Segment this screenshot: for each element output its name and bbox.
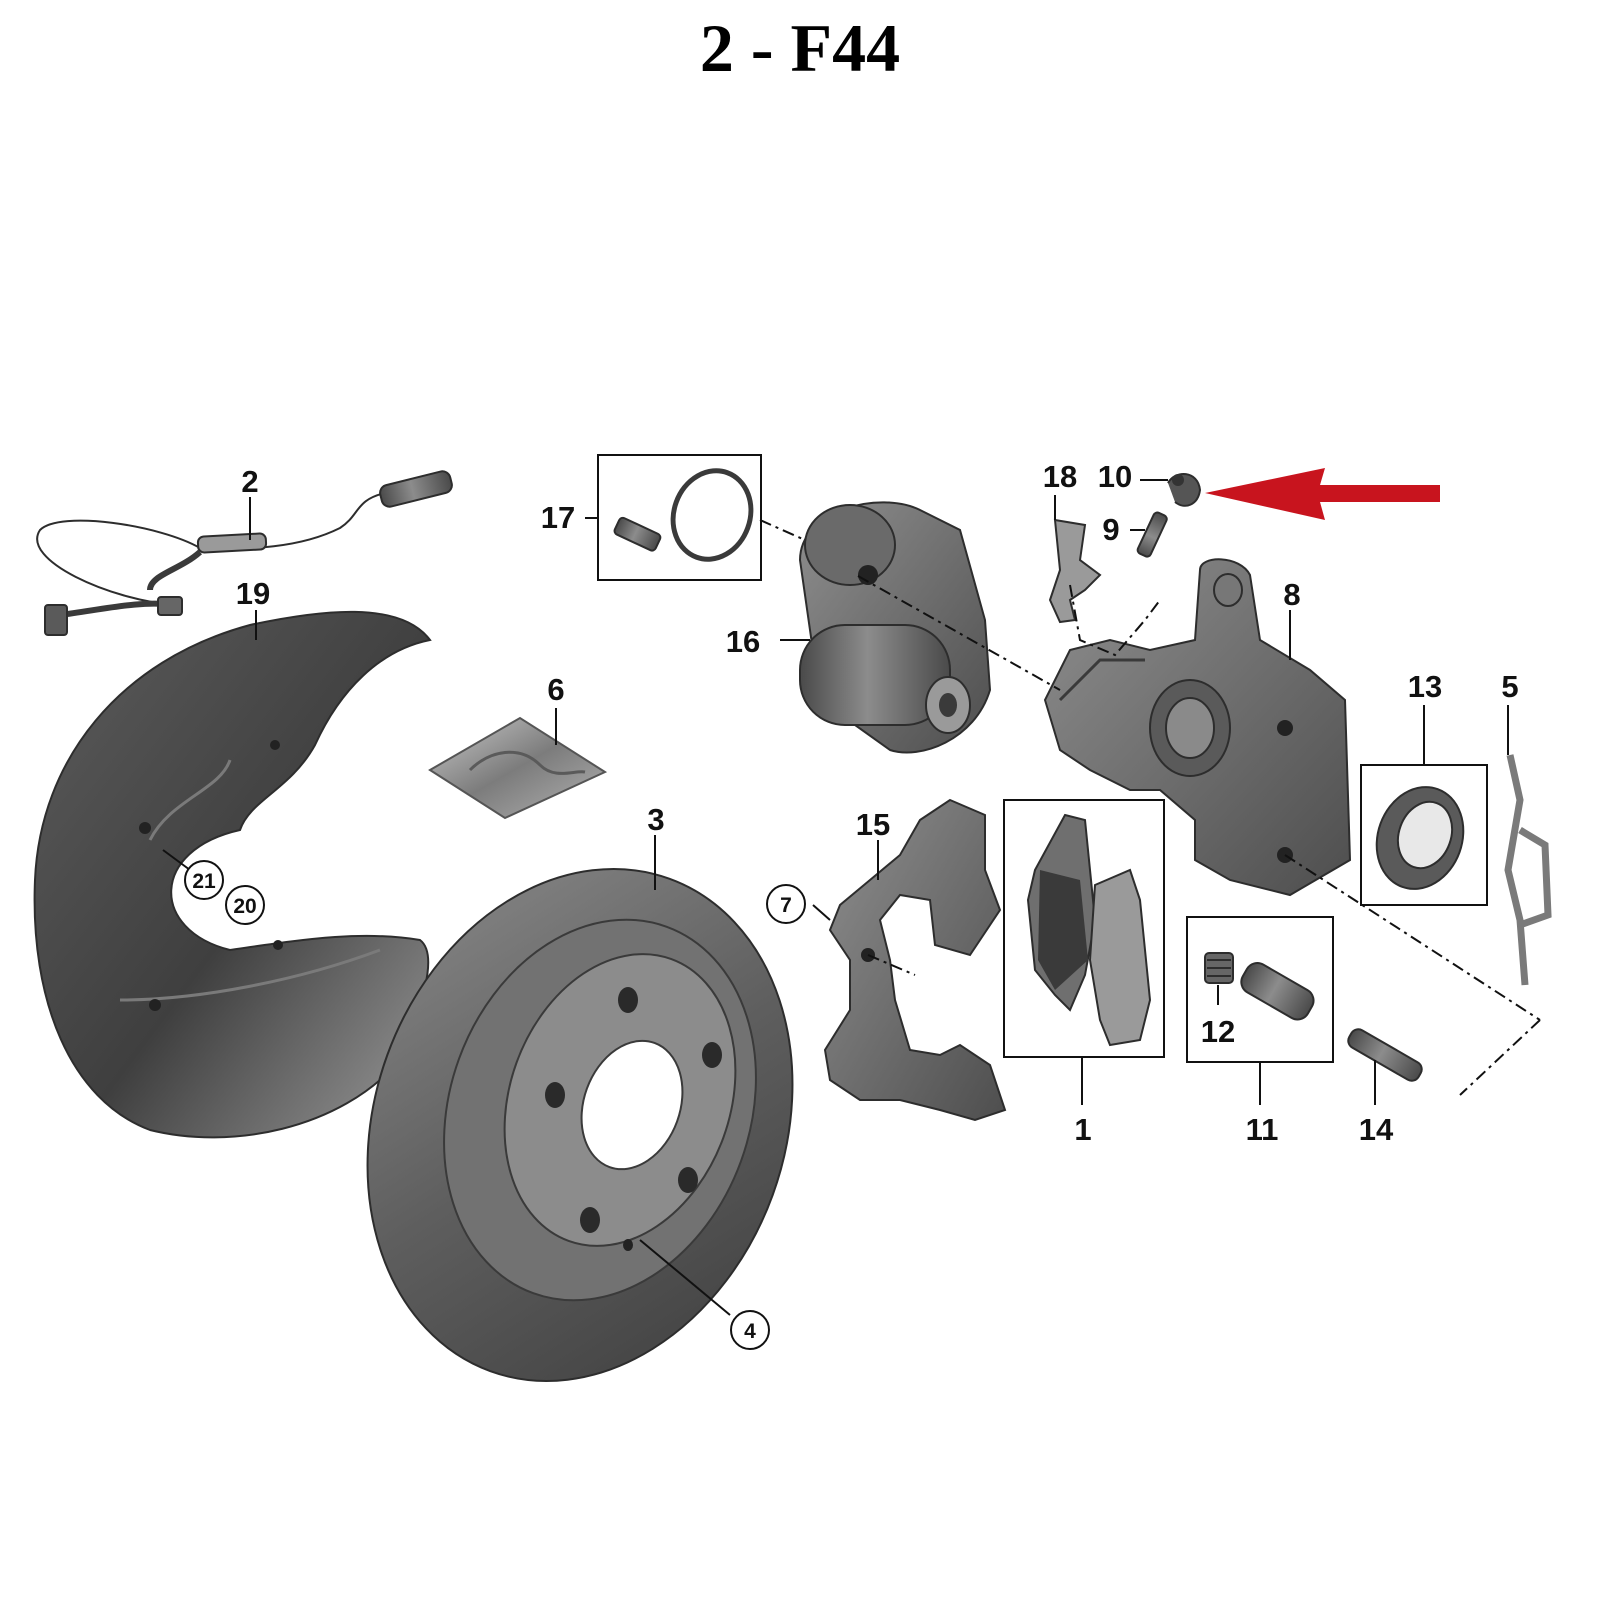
callout-14: 14 bbox=[1359, 1112, 1394, 1147]
callout-11: 11 bbox=[1246, 1112, 1279, 1147]
brake-caliper-drawing bbox=[1043, 558, 1352, 897]
callout-8: 8 bbox=[1283, 577, 1300, 612]
callout-5: 5 bbox=[1501, 669, 1518, 704]
callout-19: 19 bbox=[236, 576, 270, 611]
callout-10: 10 bbox=[1098, 459, 1132, 494]
page-title: 2 - F44 bbox=[699, 10, 901, 86]
actuator-bolt-o-ring-drawing bbox=[597, 454, 762, 581]
callout-15: 15 bbox=[856, 807, 890, 842]
bracket-drawing bbox=[1048, 518, 1102, 624]
leader-lines bbox=[162, 479, 1541, 1316]
callout-12: 12 bbox=[1201, 1014, 1235, 1049]
guide-bolt-kit-drawing bbox=[1186, 916, 1334, 1063]
brake-disc-drawing bbox=[366, 868, 794, 1382]
caliper-carrier-drawing bbox=[823, 798, 1007, 1122]
bleeder-screw-drawing bbox=[1136, 511, 1168, 558]
callout-13: 13 bbox=[1408, 669, 1442, 704]
callout-17: 17 bbox=[541, 500, 575, 535]
guide-pin-drawing bbox=[1347, 1028, 1423, 1082]
wear-sensor-cable-drawing bbox=[36, 470, 453, 636]
parking-brake-actuator-drawing bbox=[798, 501, 992, 754]
callout-6: 6 bbox=[547, 672, 564, 707]
callout-16: 16 bbox=[726, 624, 760, 659]
callout-18: 18 bbox=[1043, 459, 1077, 494]
callout-1: 1 bbox=[1074, 1112, 1091, 1147]
callout-labels: 2 19 17 16 6 3 15 18 10 9 8 13 5 1 11 12… bbox=[184, 459, 1519, 1350]
callout-4: 4 bbox=[744, 1320, 756, 1343]
highlight-arrow bbox=[1205, 468, 1440, 520]
callout-20: 20 bbox=[233, 895, 256, 918]
spring-clip-drawing bbox=[1504, 754, 1552, 986]
protection-plate-drawing bbox=[33, 610, 432, 1139]
piston-seal-drawing bbox=[1360, 764, 1488, 906]
grease-sachet-drawing bbox=[428, 716, 608, 820]
callout-2: 2 bbox=[241, 464, 258, 499]
callout-21: 21 bbox=[192, 870, 216, 893]
brake-pad-set-drawing bbox=[1003, 799, 1165, 1058]
callout-7: 7 bbox=[780, 894, 792, 917]
callout-9: 9 bbox=[1102, 512, 1119, 547]
callout-3: 3 bbox=[647, 802, 664, 837]
bleeder-cap-drawing bbox=[1167, 473, 1202, 507]
